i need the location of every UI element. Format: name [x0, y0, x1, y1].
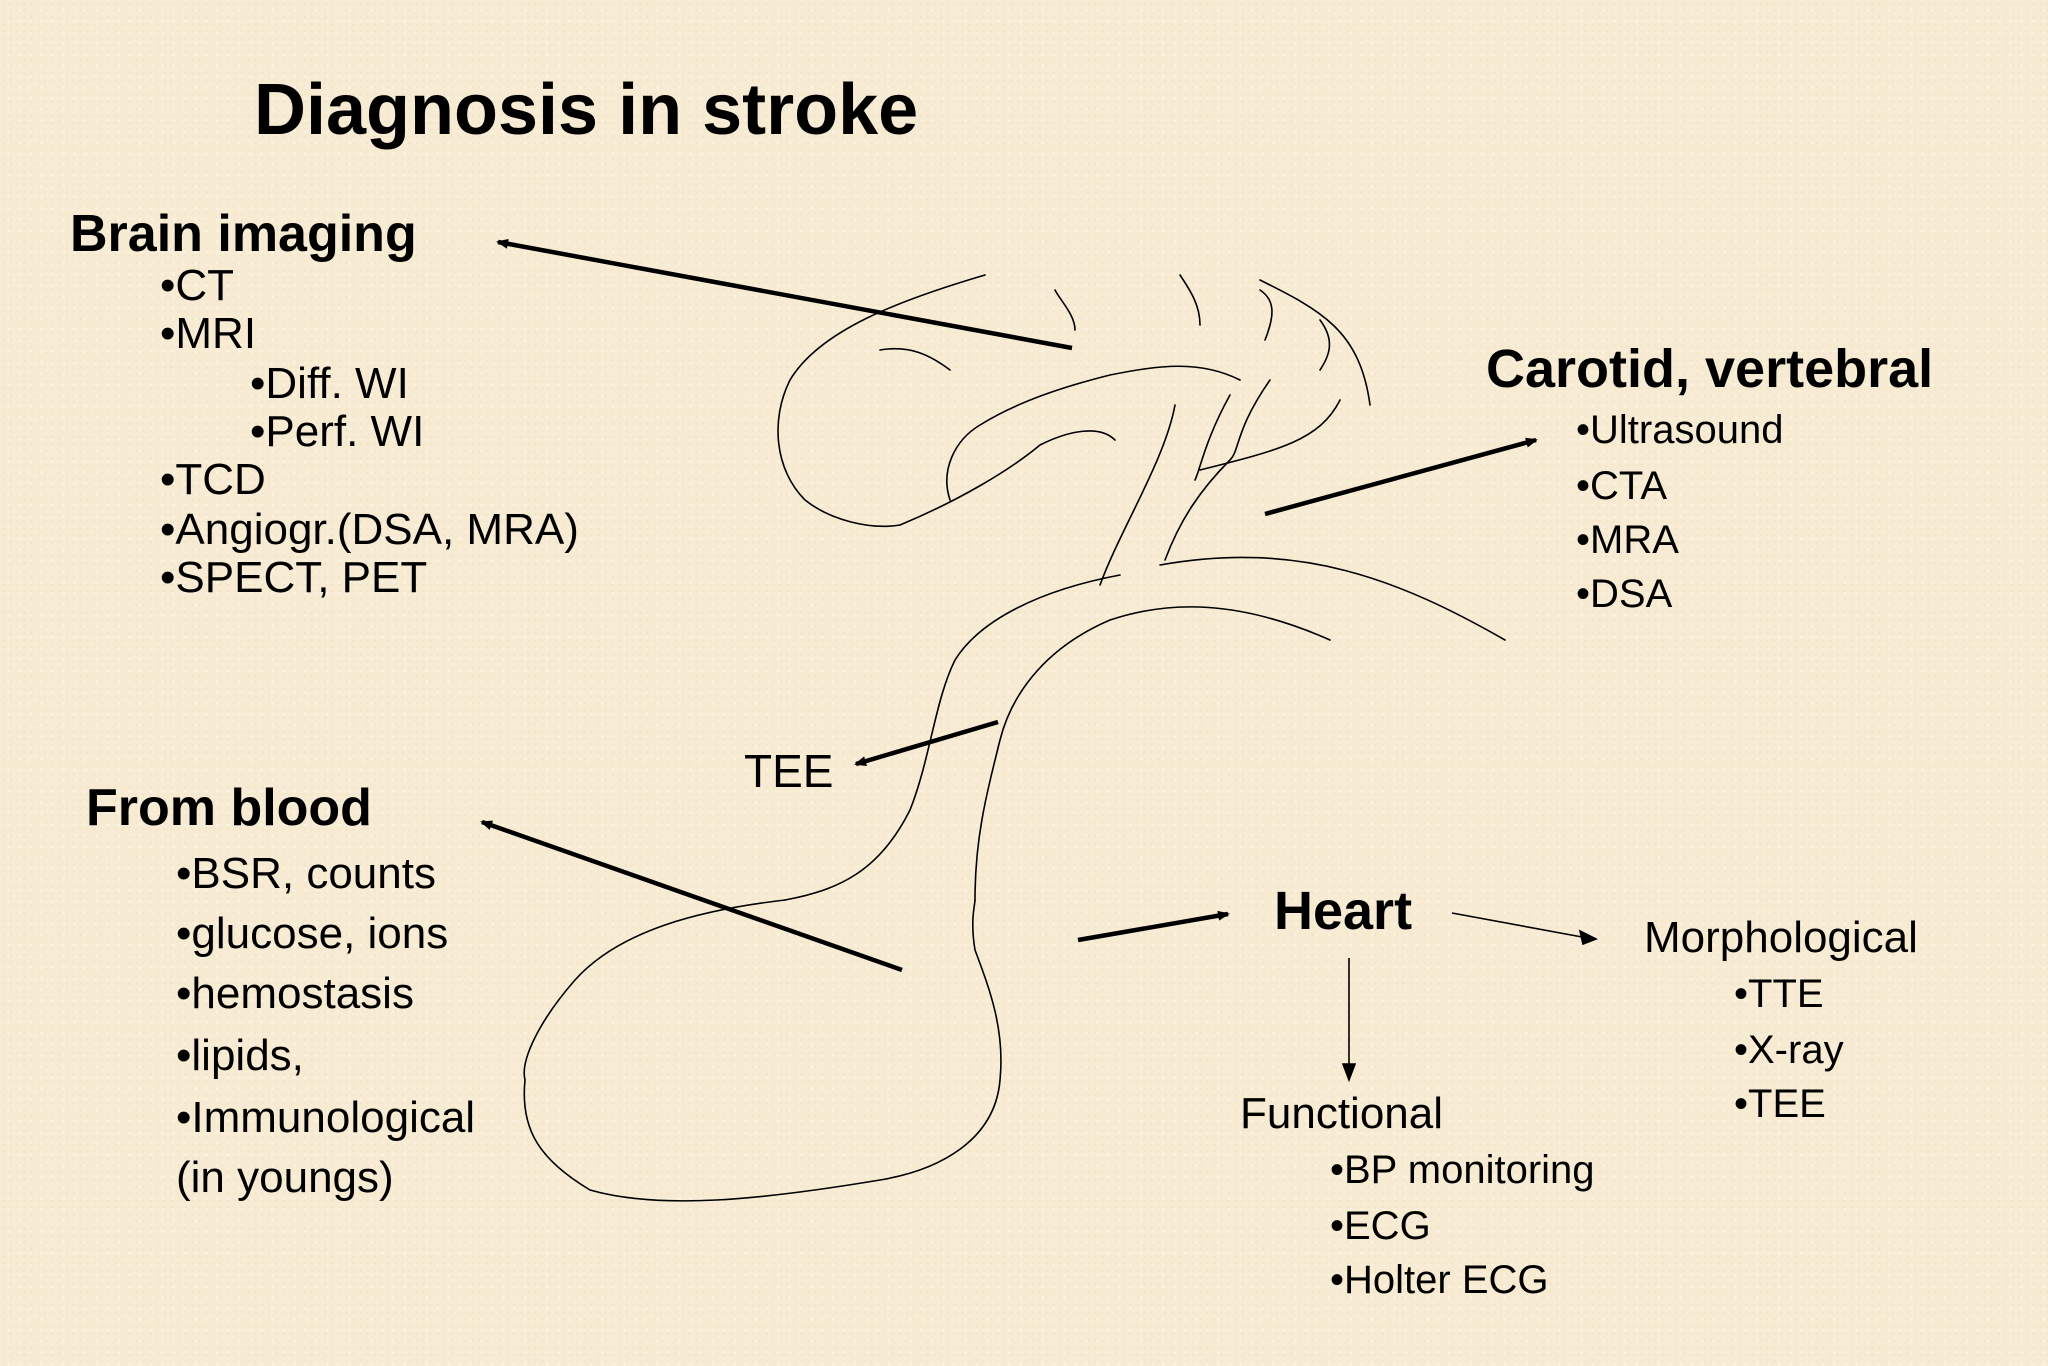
slide-title: Diagnosis in stroke — [254, 70, 919, 150]
brain-imaging-item-mri: •MRI — [160, 309, 257, 358]
blood-item-glucose: •glucose, ions — [176, 909, 449, 958]
functional-item-ecg: •ECG — [1330, 1204, 1431, 1248]
morphological-label: Morphological — [1644, 913, 1918, 962]
carotid-item-ultrasound: •Ultrasound — [1576, 408, 1784, 452]
brain-imaging-item-spect: •SPECT, PET — [160, 553, 428, 602]
functional-label: Functional — [1240, 1089, 1444, 1138]
blood-item-lipids: •lipids, — [176, 1031, 304, 1080]
morphological-item-xray: •X-ray — [1734, 1028, 1844, 1072]
carotid-heading: Carotid, vertebral — [1486, 339, 1934, 399]
blood-item-immunological: •Immunological — [176, 1093, 476, 1142]
blood-item-hemostasis: •hemostasis — [176, 969, 414, 1018]
brain-imaging-item-tcd: •TCD — [160, 455, 266, 504]
arrow-to-carotid — [1264, 437, 1538, 517]
blood-item-youngs: (in youngs) — [176, 1153, 394, 1202]
arrowhead-functional — [1341, 1063, 1357, 1083]
brain-imaging-heading: Brain imaging — [70, 205, 417, 263]
brain-imaging-item-perfwi: •Perf. WI — [250, 407, 425, 456]
carotid-item-cta: •CTA — [1576, 464, 1668, 508]
functional-item-holter: •Holter ECG — [1330, 1258, 1549, 1302]
arrow-heart-to-morphological — [1451, 912, 1583, 938]
arrowhead-morphological — [1578, 929, 1598, 946]
arrow-to-heart — [1077, 910, 1230, 943]
arrow-to-brain-imaging — [496, 238, 1073, 351]
blood-item-bsr: •BSR, counts — [176, 849, 436, 898]
carotid-item-mra: •MRA — [1576, 518, 1679, 562]
morphological-item-tte: •TTE — [1734, 972, 1824, 1016]
tee-label: TEE — [744, 745, 834, 797]
thin-arrows — [1341, 912, 1598, 1083]
brain-imaging-item-angiogr: •Angiogr.(DSA, MRA) — [160, 505, 579, 554]
morphological-item-tee: •TEE — [1734, 1082, 1826, 1126]
carotid-item-dsa: •DSA — [1576, 572, 1673, 616]
brain-imaging-item-ct: •CT — [160, 261, 235, 310]
arrows — [480, 238, 1538, 973]
arrow-to-tee — [854, 719, 999, 767]
brain-imaging-item-diffwi: •Diff. WI — [250, 359, 409, 408]
heart-heading: Heart — [1274, 881, 1413, 941]
functional-item-bp: •BP monitoring — [1330, 1148, 1595, 1192]
brain-and-vessels-drawing — [523, 274, 1506, 1202]
blood-heading: From blood — [86, 779, 372, 837]
arrow-to-blood — [480, 819, 903, 973]
